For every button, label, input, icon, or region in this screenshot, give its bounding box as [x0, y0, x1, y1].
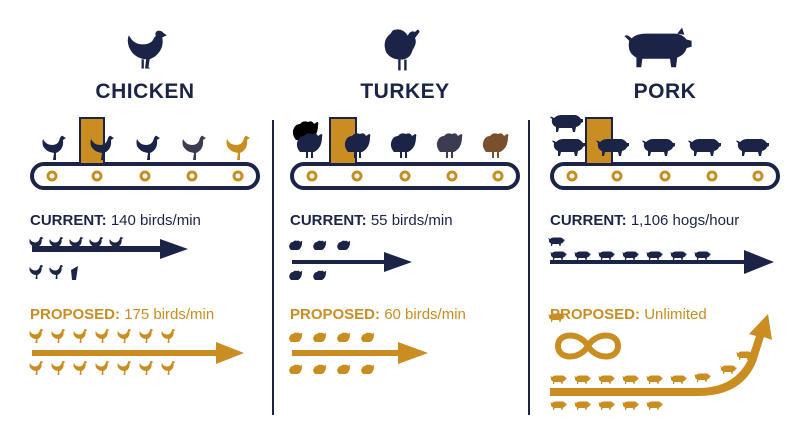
proposed-rate-graphic [548, 313, 772, 410]
proposed-rate-graphic [289, 332, 428, 374]
belt-chickens [42, 135, 250, 160]
column-chicken: CHICKEN CURRENT: 140 birds/min [20, 0, 270, 447]
conveyor-belt [30, 117, 260, 190]
proposed-rate: PROPOSED: Unlimited [550, 306, 707, 323]
proposed-rate: PROPOSED: 175 birds/min [30, 306, 215, 323]
column-pork: PORK CURRENT: 1,106 hogs/hour [540, 0, 790, 447]
pig-icon [624, 27, 692, 68]
proposed-rate: PROPOSED: 60 birds/min [290, 306, 466, 323]
current-rate-graphic [289, 240, 412, 280]
conveyor-belt [550, 115, 780, 190]
column-title: PORK [633, 80, 697, 103]
conveyor-belt [290, 117, 520, 190]
turkey-icon [384, 29, 420, 71]
chicken-icon [127, 30, 167, 69]
current-rate: CURRENT: 55 birds/min [290, 212, 453, 229]
column-turkey: TURKEY CURRENT: 55 birds/min [280, 0, 530, 447]
column-title: CHICKEN [95, 80, 195, 103]
current-rate-graphic [548, 237, 774, 274]
current-rate: CURRENT: 140 birds/min [30, 212, 201, 229]
current-rate: CURRENT: 1,106 hogs/hour [550, 212, 740, 229]
column-title: TURKEY [360, 80, 450, 103]
column-divider [272, 120, 274, 415]
proposed-rate-graphic [29, 328, 244, 375]
current-rate-graphic [29, 236, 188, 280]
column-divider [528, 120, 530, 415]
infinity-icon [554, 332, 622, 360]
